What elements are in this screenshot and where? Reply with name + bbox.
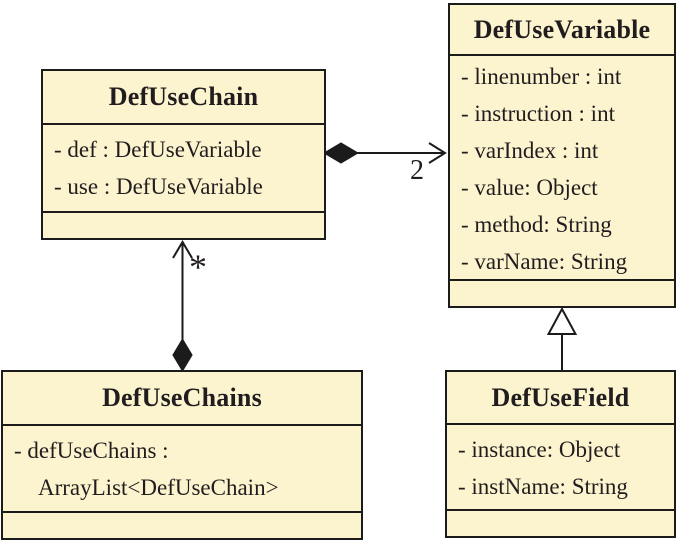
open-arrowhead-icon	[172, 240, 193, 259]
composition-edge-defusechain-defusevariable	[323, 142, 447, 164]
attribute: - defUseChains :	[14, 438, 169, 463]
attribute: - def : DefUseVariable	[54, 137, 262, 162]
operations-compartment	[447, 509, 674, 536]
class-defusefield: DefUseField - instance: Object - instNam…	[445, 370, 676, 538]
class-title: DefUseField	[447, 372, 674, 425]
operations-compartment	[450, 279, 674, 306]
composition-diamond-icon	[172, 338, 193, 372]
attribute: - use : DefUseVariable	[54, 174, 263, 199]
attributes-compartment: - instance: Object - instName: String	[447, 425, 674, 509]
attribute: - varName: String	[461, 249, 628, 274]
generalization-edge-defusefield-defusevariable	[546, 306, 578, 370]
attribute: ArrayList<DefUseChain>	[38, 475, 279, 500]
class-defusevariable: DefUseVariable - linenumber : int - inst…	[448, 3, 676, 308]
class-defusechain: DefUseChain - def : DefUseVariable - use…	[41, 69, 326, 240]
attribute: - method: String	[461, 212, 612, 237]
class-defusechains: DefUseChains - defUseChains : ArrayList<…	[1, 370, 363, 540]
attributes-compartment: - defUseChains : ArrayList<DefUseChain>	[3, 426, 361, 511]
attributes-compartment: - def : DefUseVariable - use : DefUseVar…	[43, 125, 324, 211]
class-title: DefUseChain	[43, 71, 324, 125]
attribute: - instance: Object	[458, 437, 621, 462]
attribute: - instruction : int	[461, 101, 615, 126]
multiplicity-label-star: *	[189, 247, 207, 287]
composition-diamond-icon	[323, 142, 359, 164]
class-title: DefUseVariable	[450, 5, 674, 56]
multiplicity-label-2: 2	[410, 155, 424, 186]
attribute: - value: Object	[461, 175, 598, 200]
operations-compartment	[43, 211, 324, 238]
open-arrowhead-icon	[428, 142, 447, 164]
class-title: DefUseChains	[3, 372, 361, 426]
attribute: - varIndex : int	[461, 138, 599, 163]
operations-compartment	[3, 511, 361, 538]
attributes-compartment: - linenumber : int - instruction : int -…	[450, 56, 674, 279]
generalization-triangle-icon	[546, 306, 578, 335]
attribute: - instName: String	[458, 474, 628, 499]
attribute: - linenumber : int	[461, 64, 622, 89]
